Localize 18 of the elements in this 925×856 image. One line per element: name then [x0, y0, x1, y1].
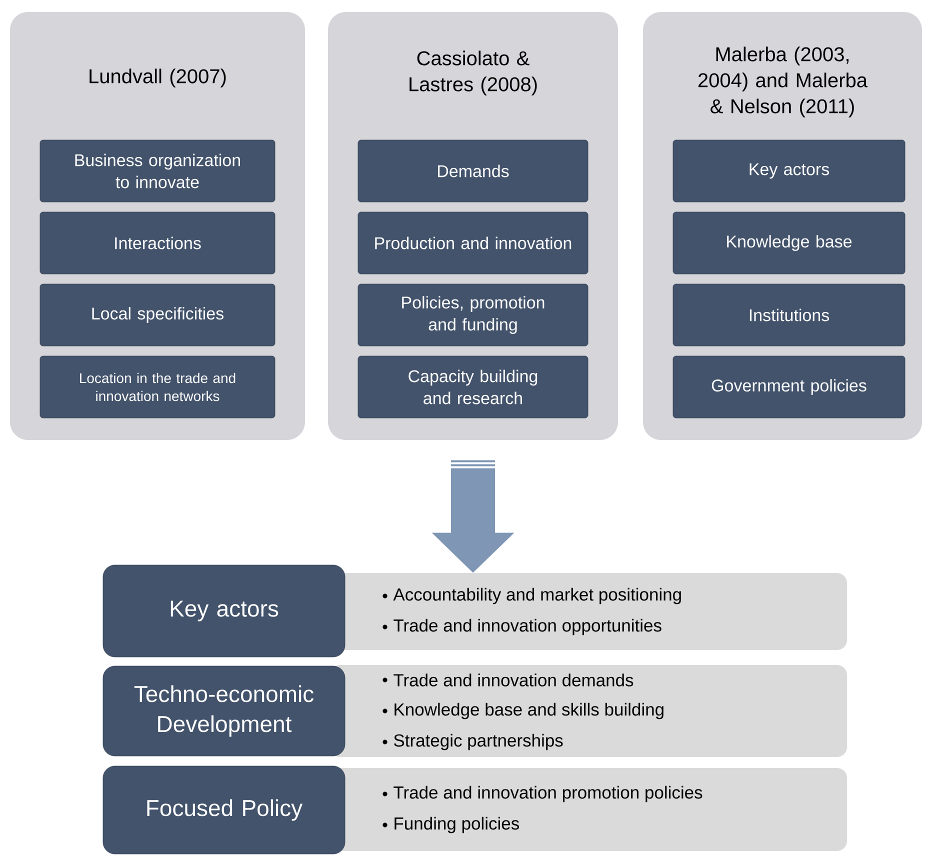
category-box: Techno-economic Development — [102, 666, 346, 756]
factor-box: Interactions — [40, 212, 276, 274]
factor-box: Demands — [358, 140, 588, 202]
bullet-band: Accountability and market positioning Trade and innovation opportunities — [330, 573, 848, 650]
factor-box: Institutions — [672, 284, 906, 346]
category-box: Key actors — [102, 564, 346, 658]
factor-box: Government policies — [672, 356, 906, 418]
factor-box: Production and innovation — [358, 212, 588, 274]
factor-box: Key actors — [672, 140, 906, 202]
bullet-band: Trade and innovation promotion policies Funding policies — [330, 768, 848, 851]
factor-box: Location in the trade and innovation networks — [40, 356, 276, 418]
factor-box: Capacity building and research — [358, 356, 588, 418]
factor-box: Business organization to innovate — [40, 140, 276, 202]
category-box: Focused Policy — [102, 766, 346, 854]
factor-box: Local specificities — [40, 284, 276, 346]
bullet-band: Trade and innovation demands Knowledge base and skills building Strategic partnerships — [330, 665, 848, 757]
factor-box: Policies, promotion and funding — [358, 284, 588, 346]
factor-box: Knowledge base — [672, 212, 906, 274]
